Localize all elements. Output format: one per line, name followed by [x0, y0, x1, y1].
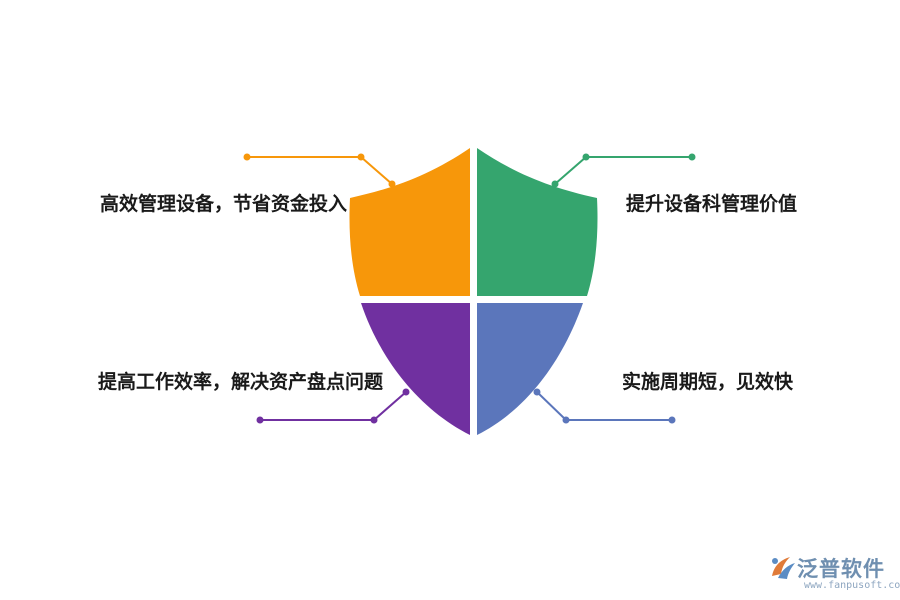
label-bottom-left: 提高工作效率，解决资产盘点问题 — [97, 371, 383, 393]
label-top-left: 高效管理设备，节省资金投入 — [99, 193, 347, 215]
fanpu-logo-icon — [772, 557, 795, 579]
label-top-right: 提升设备科管理价值 — [626, 193, 798, 215]
shield-quadrant-top-left — [349, 148, 470, 296]
connector-bottom-right — [533, 388, 676, 424]
label-bottom-right: 实施周期短，见效快 — [622, 371, 794, 393]
shield-quadrant-bottom-left — [361, 303, 470, 435]
connector-bottom-left — [256, 388, 410, 424]
connector-top-left — [243, 153, 396, 188]
brand-watermark: 泛普软件 www.fanpusoft.com — [768, 552, 900, 598]
watermark-url: www.fanpusoft.com — [804, 580, 900, 591]
connector-top-right — [551, 153, 696, 188]
shield-quadrant-bottom-right — [477, 303, 583, 435]
shield-quadrant-top-right — [477, 148, 598, 296]
watermark-name: 泛普软件 — [797, 557, 885, 581]
